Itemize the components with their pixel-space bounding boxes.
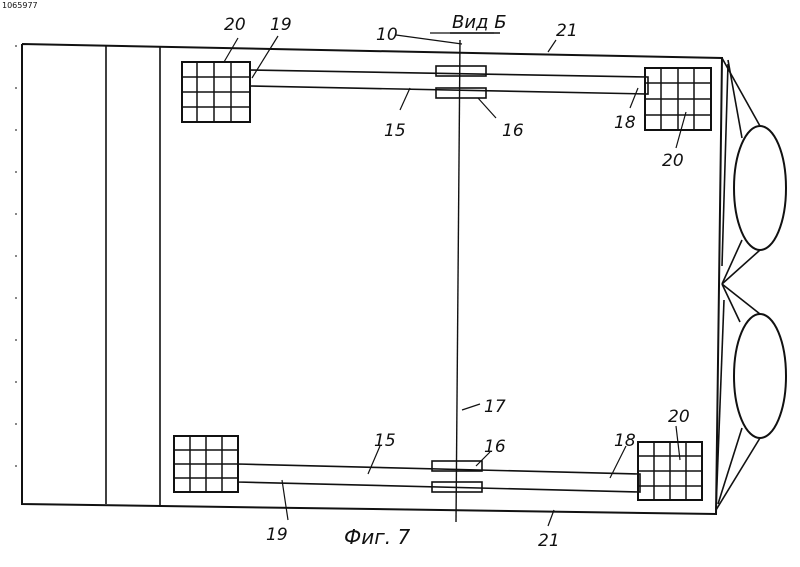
label-top-beam: 15 <box>384 121 406 141</box>
leader-lines <box>224 33 686 526</box>
label-axis: 17 <box>484 397 506 417</box>
top-left-grid-block <box>182 62 250 122</box>
label-top-right-block: 20 <box>662 151 684 171</box>
label-top-center-line: 10 <box>376 25 398 45</box>
center-axis <box>456 40 460 522</box>
lower-bag <box>734 314 786 438</box>
view-title: Вид Б <box>452 12 507 33</box>
label-top-right-end: 18 <box>614 113 636 133</box>
top-beam <box>250 70 648 94</box>
label-bottom-left-end: 19 <box>266 525 288 545</box>
top-right-grid-block <box>645 68 711 130</box>
label-top-edge: 21 <box>556 21 578 41</box>
label-bottom-beam: 15 <box>374 431 396 451</box>
figure-caption: Фиг. 7 <box>344 525 410 549</box>
label-bottom-right-end: 18 <box>614 431 636 451</box>
label-top-left-end: 19 <box>270 15 292 35</box>
label-bottom-clamp: 16 <box>484 437 506 457</box>
label-top-clamp: 16 <box>502 121 524 141</box>
bottom-left-grid-block <box>174 436 238 492</box>
right-sling-assembly <box>716 58 786 510</box>
label-bottom-right-block: 20 <box>668 407 690 427</box>
label-top-left-block: 20 <box>224 15 246 35</box>
bottom-right-grid-block <box>638 442 702 500</box>
label-bottom-edge: 21 <box>538 531 560 551</box>
upper-bag <box>734 126 786 250</box>
corner-number: 1065977 <box>2 1 38 10</box>
bottom-beam <box>238 464 640 492</box>
